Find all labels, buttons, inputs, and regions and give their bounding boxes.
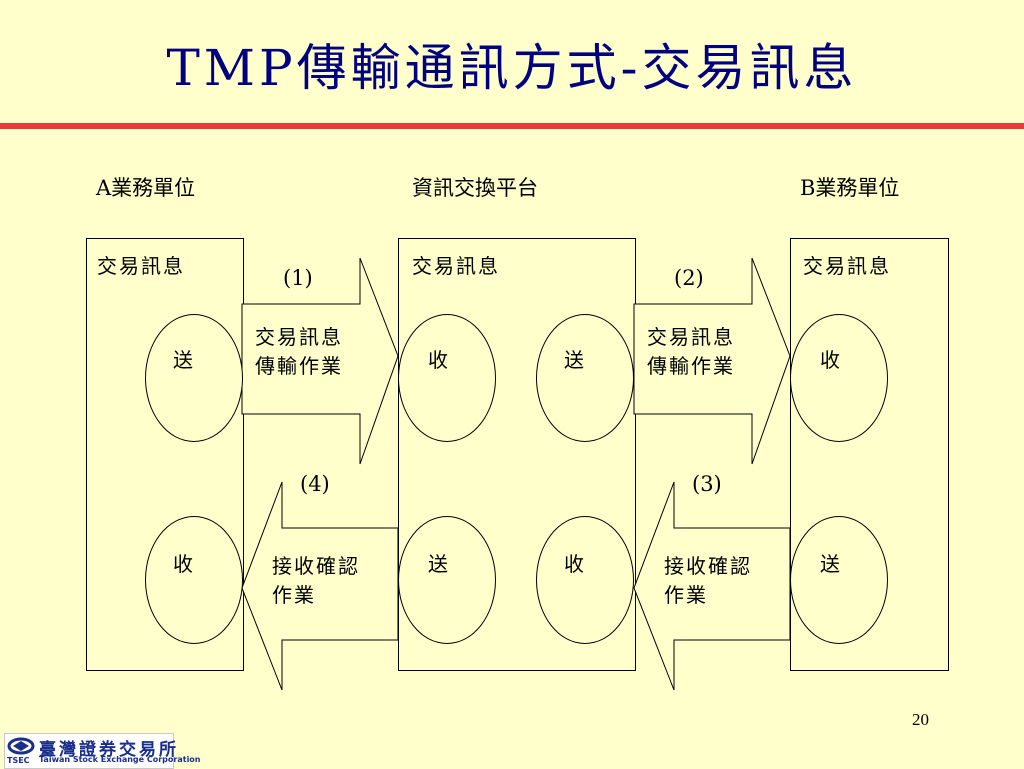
platform-send-ellipse-bottom xyxy=(398,516,496,644)
step4-line1: 接收確認 xyxy=(272,554,360,578)
step1-line2: 傳輸作業 xyxy=(255,354,343,378)
b-unit-receive-label: 收 xyxy=(820,348,840,372)
platform-send-ellipse-top xyxy=(536,314,634,442)
arrow-step3 xyxy=(633,481,791,691)
platform-receive-label-bottom: 收 xyxy=(564,552,584,576)
step4-description: 接收確認 作業 xyxy=(272,552,360,610)
platform-receive-ellipse-top xyxy=(398,314,496,442)
logo-abbreviation: TSEC xyxy=(7,756,30,765)
tsec-logo: TSEC 臺灣證券交易所 Taiwan Stock Exchange Corpo… xyxy=(4,733,201,769)
platform-receive-ellipse-bottom xyxy=(536,516,634,644)
step2-description: 交易訊息 傳輸作業 xyxy=(647,323,735,381)
arrow-step2 xyxy=(633,257,791,465)
column-label-exchange-platform: 資訊交換平台 xyxy=(412,176,538,200)
platform-receive-label-top: 收 xyxy=(428,348,448,372)
logo-chinese-name: 臺灣證券交易所 xyxy=(39,740,179,760)
platform-send-label-bottom: 送 xyxy=(428,552,448,576)
logo-english-name: Taiwan Stock Exchange Corporation xyxy=(39,755,201,764)
step2-line1: 交易訊息 xyxy=(647,325,735,349)
step4-line2: 作業 xyxy=(272,583,316,607)
a-unit-send-label: 送 xyxy=(173,348,193,372)
step2-line2: 傳輸作業 xyxy=(647,354,735,378)
a-unit-receive-label: 收 xyxy=(173,552,193,576)
step-number-1: (1) xyxy=(283,266,313,290)
step-number-4: (4) xyxy=(300,472,330,496)
a-unit-receive-ellipse xyxy=(145,516,243,644)
title-divider xyxy=(0,123,1024,129)
step-number-2: (2) xyxy=(674,266,704,290)
arrow-step1 xyxy=(241,257,399,465)
step3-line1: 接收確認 xyxy=(664,554,752,578)
step3-description: 接收確認 作業 xyxy=(664,552,752,610)
page-title: TMP傳輸通訊方式-交易訊息 xyxy=(166,39,858,97)
page-number: 20 xyxy=(912,710,929,729)
a-unit-box-label: 交易訊息 xyxy=(97,254,185,278)
b-unit-send-ellipse xyxy=(790,516,888,644)
b-unit-box-label: 交易訊息 xyxy=(803,254,891,278)
column-label-a-unit: A業務單位 xyxy=(96,176,196,200)
platform-send-label-top: 送 xyxy=(564,348,584,372)
exchange-platform-box-label: 交易訊息 xyxy=(412,254,500,278)
b-unit-send-label: 送 xyxy=(820,552,840,576)
step1-description: 交易訊息 傳輸作業 xyxy=(255,323,343,381)
a-unit-send-ellipse xyxy=(145,314,243,442)
arrow-step4 xyxy=(241,481,399,691)
step3-line2: 作業 xyxy=(664,583,708,607)
b-unit-receive-ellipse xyxy=(790,314,888,442)
step1-line1: 交易訊息 xyxy=(255,325,343,349)
column-label-b-unit: B業務單位 xyxy=(800,176,900,200)
tsec-emblem-icon xyxy=(7,737,35,755)
step-number-3: (3) xyxy=(692,472,722,496)
